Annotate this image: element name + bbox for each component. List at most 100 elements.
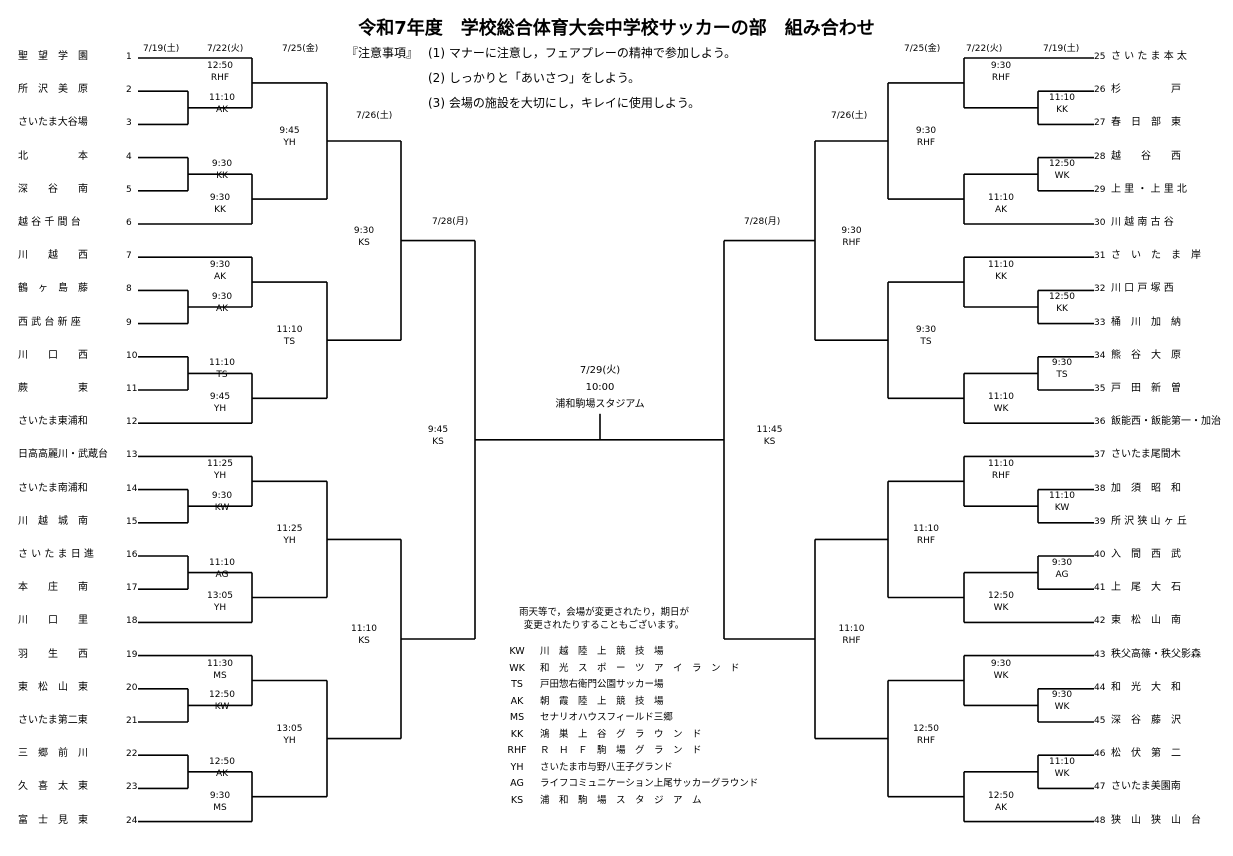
venue-code: WK <box>509 662 525 674</box>
team-number-right: 32 <box>1094 284 1106 295</box>
round-date-left-r2: 7/22(火) <box>207 44 244 54</box>
team-number-right: 26 <box>1094 85 1106 96</box>
right-r4-match-time: 11:10 <box>838 624 865 634</box>
team-name-right: 川 越 南 古 谷 <box>1111 217 1174 228</box>
left-r1-match-time: 9:30 <box>211 292 233 302</box>
team-name-right: 桶 川 加 納 <box>1111 316 1181 328</box>
venue-name: Ｒ Ｈ Ｆ 駒 場 グ ラ ン ド <box>540 745 702 756</box>
left-r4-match-venue: KS <box>358 636 370 646</box>
right-r1-match-time: 11:10 <box>1049 756 1075 767</box>
right-r2-match-venue: RHF <box>991 471 1011 482</box>
left-semi-match-venue: KS <box>432 436 444 447</box>
right-r1-match-time: 11:10 <box>1049 491 1075 502</box>
team-name-left: 富 士 見 東 <box>18 814 88 826</box>
right-r1-match-time: 9:30 <box>1051 358 1073 369</box>
team-number-right: 47 <box>1094 782 1106 793</box>
team-number-right: 28 <box>1094 151 1106 162</box>
right-r3-match-time: 9:30 <box>915 126 937 136</box>
team-number-right: 30 <box>1094 218 1106 228</box>
round-date-left-semi: 7/28(月) <box>432 217 469 227</box>
left-r2-match-venue: YH <box>213 404 227 415</box>
left-r3-match-venue: YH <box>283 735 296 746</box>
right-r1-match-time: 11:10 <box>1049 92 1075 103</box>
left-r3-match-time: 11:25 <box>276 524 303 535</box>
team-number-left: 4 <box>126 151 132 162</box>
venue-name: 戸田惣右衛門公園サッカー場 <box>540 679 664 690</box>
team-number-right: 40 <box>1094 550 1106 560</box>
left-r1-match-time: 9:30 <box>211 491 233 502</box>
left-r1-match-venue: KK <box>216 171 228 182</box>
team-name-left: さいたま南浦和 <box>18 482 88 494</box>
venue-name: 和 光 ス ポ ー ツ ア イ ラ ン ド <box>540 662 740 674</box>
team-name-right: さ い た ま 本 太 <box>1111 51 1187 62</box>
notes-heading: 『注意事項』 <box>346 46 419 60</box>
left-r1-match-venue: AK <box>215 768 229 779</box>
team-number-right: 45 <box>1094 716 1106 726</box>
final-time: 10:00 <box>585 382 615 393</box>
right-r3-match-time: 12:50 <box>913 723 939 734</box>
team-name-left: 深 谷 南 <box>18 183 88 195</box>
left-r4-match-time: 9:30 <box>353 225 375 236</box>
team-number-right: 43 <box>1094 649 1106 660</box>
right-r1-match-venue: AG <box>1055 569 1069 580</box>
team-name-right: 狭 山 狭 山 台 <box>1111 814 1201 826</box>
right-r1-match-time: 9:30 <box>1051 690 1073 701</box>
left-r3-match-venue: TS <box>283 337 296 348</box>
team-name-left: 東 松 山 東 <box>18 681 88 693</box>
venue-name: 鴻 巣 上 谷 グ ラ ウ ン ド <box>540 728 702 740</box>
team-number-right: 34 <box>1094 350 1106 361</box>
left-r1-match-venue: TS <box>216 370 228 381</box>
venue-name: 川 越 陸 上 競 技 場 <box>540 646 664 657</box>
team-number-left: 9 <box>126 317 132 328</box>
right-r2-match-venue: WK <box>993 670 1009 681</box>
team-name-left: さ い た ま 日 進 <box>18 549 94 560</box>
left-r2-match-time: 12:50 <box>207 61 233 71</box>
left-r1-match-venue: KW <box>214 702 230 713</box>
note-item: (2) しっかりと「あいさつ」をしよう。 <box>428 71 641 85</box>
team-number-left: 22 <box>126 749 138 760</box>
round-date-left-r3: 7/25(金) <box>282 44 319 54</box>
final-date: 7/29(火) <box>579 365 621 376</box>
left-r1-match-time: 12:50 <box>209 756 235 767</box>
right-r3-match-venue: RHF <box>916 735 936 746</box>
team-name-right: さ い た ま 岸 <box>1111 250 1201 262</box>
team-name-left: 鶴 ヶ 島 藤 <box>18 283 88 295</box>
right-r1-match-venue: KK <box>1056 304 1068 314</box>
team-number-right: 38 <box>1094 483 1106 494</box>
left-r2-match-venue: KK <box>214 205 226 215</box>
team-number-left: 7 <box>126 251 132 262</box>
team-name-right: 戸 田 新 曽 <box>1111 383 1181 394</box>
right-r2-match-venue: KK <box>995 272 1007 283</box>
team-number-right: 36 <box>1094 417 1106 428</box>
team-number-left: 1 <box>126 52 132 62</box>
team-number-right: 35 <box>1094 384 1106 394</box>
right-r2-match-time: 12:50 <box>988 591 1014 602</box>
team-name-left: 西 武 台 新 座 <box>18 316 81 328</box>
venue-name: 浦 和 駒 場 ス タ ジ ア ム <box>540 794 702 806</box>
left-r4-match-venue: KS <box>358 237 370 248</box>
round-date-left-r4: 7/26(土) <box>356 111 393 121</box>
right-r1-match-time: 12:50 <box>1049 292 1075 302</box>
right-r2-match-time: 11:10 <box>988 459 1014 470</box>
right-r1-match-time: 12:50 <box>1049 159 1075 170</box>
venue-code: TS <box>511 679 523 690</box>
team-number-right: 37 <box>1094 450 1106 461</box>
page-title: 令和7年度 学校総合体育大会中学校サッカーの部 組み合わせ <box>358 18 875 39</box>
left-r2-match-time: 9:30 <box>209 260 231 271</box>
team-name-right: 所 沢 狭 山 ヶ 丘 <box>1111 515 1187 527</box>
right-semi-match-time: 11:45 <box>756 424 783 435</box>
team-number-left: 13 <box>126 450 138 461</box>
team-name-right: 熊 谷 大 原 <box>1111 349 1181 361</box>
team-name-right: 春 日 部 東 <box>1111 117 1181 129</box>
right-r1-match-venue: WK <box>1054 171 1070 182</box>
team-name-left: 羽 生 西 <box>18 648 88 660</box>
left-r3-match-time: 13:05 <box>276 723 303 734</box>
round-date-right-r1: 7/19(土) <box>1043 44 1080 54</box>
right-r4-match-venue: RHF <box>842 237 861 248</box>
venue-code: KS <box>510 794 524 806</box>
team-name-left: 蕨 東 <box>18 383 88 394</box>
team-name-left: さいたま大谷場 <box>18 117 88 129</box>
right-r4-match-time: 9:30 <box>841 225 862 236</box>
team-number-left: 8 <box>126 284 132 295</box>
